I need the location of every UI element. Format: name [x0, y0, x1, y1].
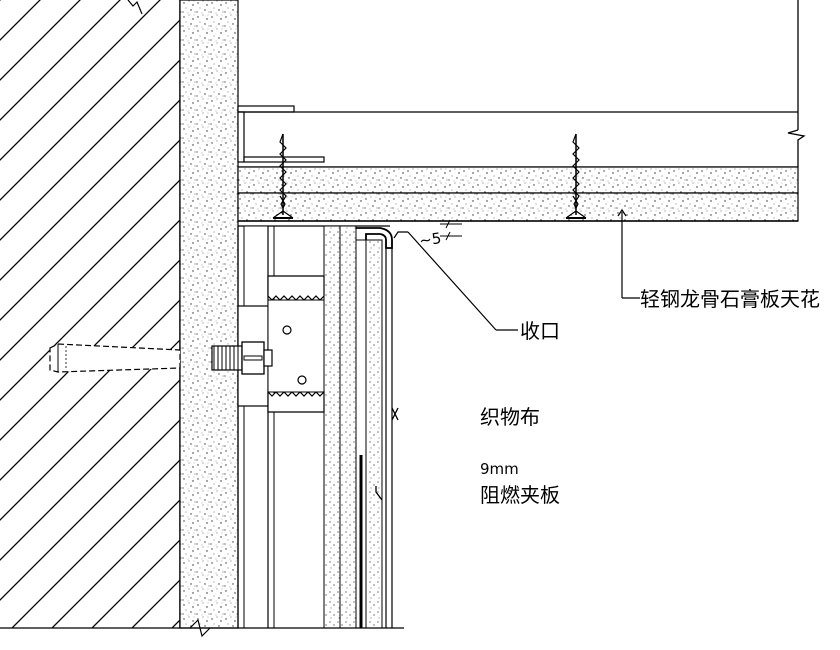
wall-panel-stack [237, 225, 393, 629]
leader-edge-trim [407, 231, 518, 331]
masonry-wall [0, 0, 181, 628]
board-marker [375, 486, 383, 501]
gap-dimension [440, 219, 462, 241]
gap-dimension-text: ~5 [418, 229, 442, 250]
fabric-label: 织物布 [480, 405, 540, 429]
render-layer [179, 0, 239, 629]
anchor-bolt [49, 341, 273, 375]
section-baseline [0, 618, 404, 638]
leader-ceiling [617, 208, 640, 299]
fabric-marker [391, 407, 399, 421]
gypsum-ceiling-board [237, 166, 799, 227]
wall-bracket [237, 275, 325, 413]
ceiling-screw-right [565, 133, 587, 219]
board-name-label: 阻燃夹板 [480, 483, 560, 507]
ceiling-keel [238, 0, 806, 168]
edge-trim-profile [356, 227, 408, 249]
board-thickness-label: 9mm [480, 460, 519, 478]
ceiling-screw-left [272, 133, 294, 219]
ceiling-angle-bracket [237, 105, 325, 163]
break-mark-bottom [189, 618, 211, 638]
break-mark-top [127, 0, 143, 15]
edge-trim-label: 收口 [520, 319, 560, 343]
ceiling-label: 轻钢龙骨石膏板天花 [640, 287, 820, 311]
break-mark-right [787, 129, 806, 167]
